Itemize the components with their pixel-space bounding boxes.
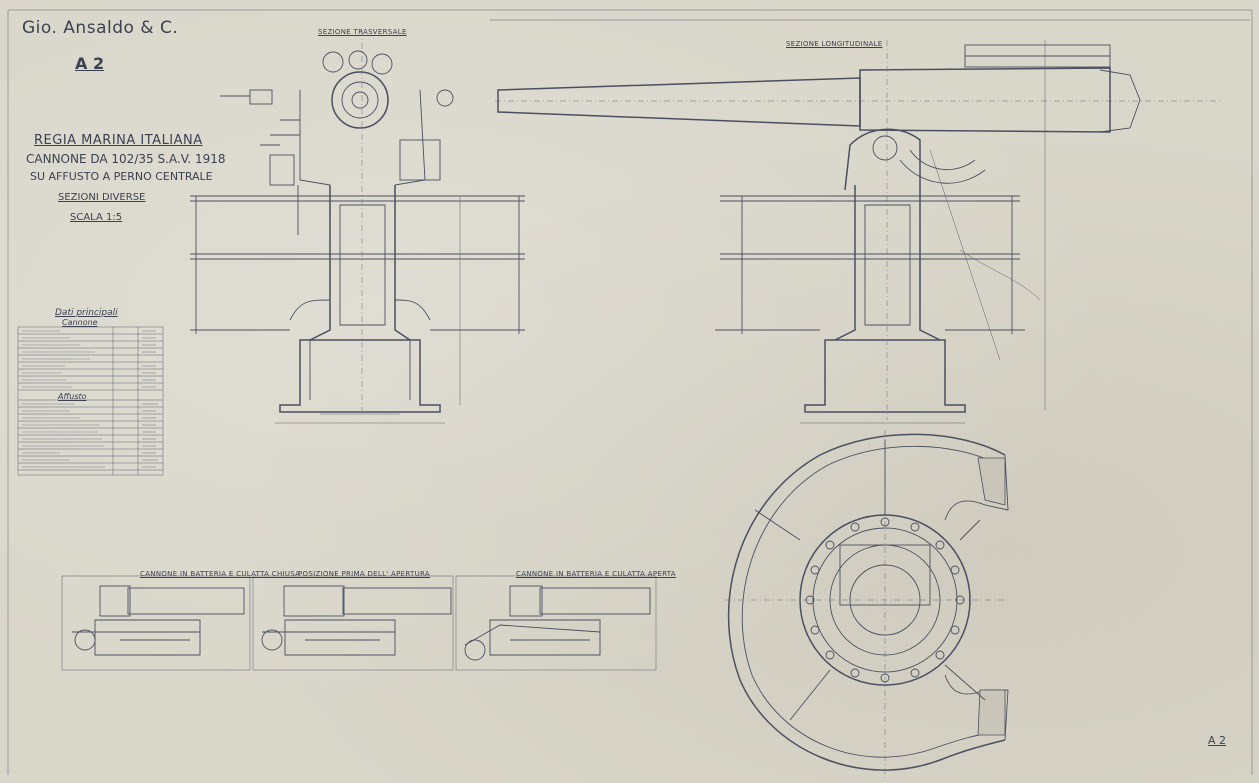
label-longitudinal-section: SEZIONE LONGITUDINALE (786, 40, 883, 48)
breech-views-drawing (61, 575, 657, 671)
transverse-section-drawing (190, 30, 525, 424)
title-line-scale: SCALA 1:5 (70, 212, 123, 223)
plan-view-drawing (725, 430, 1010, 780)
title-line-sections: SEZIONI DIVERSE (58, 192, 146, 203)
longitudinal-section-drawing (490, 19, 1250, 424)
title-line-mount: SU AFFUSTO A PERNO CENTRALE (30, 170, 213, 183)
label-before-opening: POSIZIONE PRIMA DELL' APERTURA (298, 570, 431, 578)
footer-sheet-number: A 2 (1208, 734, 1227, 747)
data-table-heading: Dati principali (55, 308, 118, 318)
title-line-navy: REGIA MARINA ITALIANA (34, 133, 203, 148)
title-line-gun: CANNONE DA 102/35 S.A.V. 1918 (26, 152, 226, 166)
data-table-gun-section: Cannone (62, 318, 98, 327)
data-table-lines (17, 326, 164, 476)
label-breech-closed: CANNONE IN BATTERIA E CULATTA CHIUSA (140, 570, 301, 578)
label-transverse-section: SEZIONE TRASVERSALE (318, 28, 407, 36)
sheet-number: A 2 (75, 54, 105, 73)
company-name: Gio. Ansaldo & C. (22, 18, 179, 38)
data-table-mount-section: Affusto (58, 392, 87, 401)
label-breech-open: CANNONE IN BATTERIA E CULATTA APERTA (516, 570, 676, 578)
